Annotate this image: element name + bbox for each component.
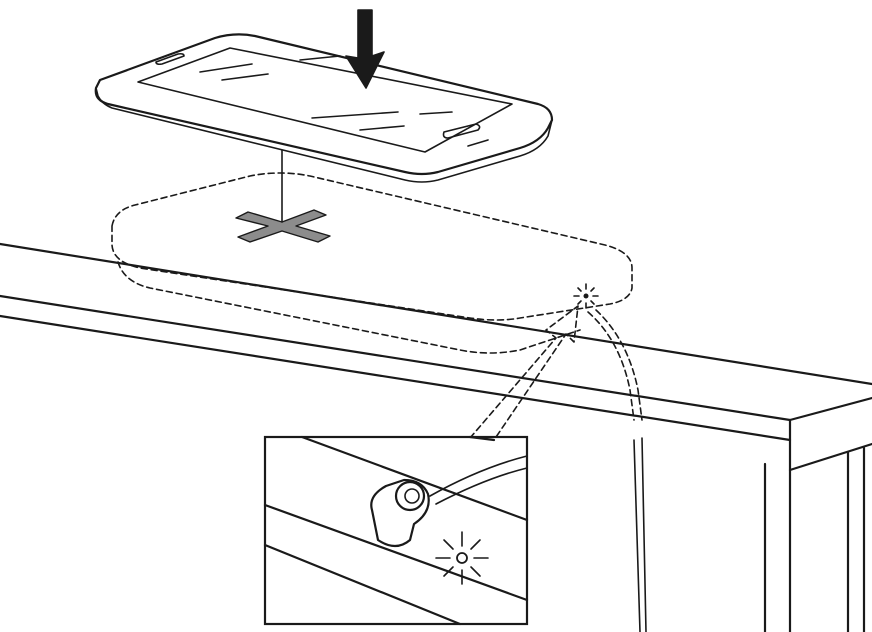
phone-side: [95, 87, 553, 183]
inset-pad-edge-mid: [263, 503, 529, 602]
phone-screen: [137, 47, 513, 153]
press-down-arrow-icon: [345, 9, 385, 89]
phone-home-button: [442, 123, 481, 139]
table-front-bottom-edge: [0, 314, 792, 442]
table-back-edge: [0, 242, 872, 386]
phone-body: [94, 33, 554, 176]
inset-pad-edge-low: [263, 543, 462, 626]
detail-pointer-arrow: [469, 305, 579, 441]
phone-side-button: [467, 139, 489, 147]
inset-led-light-icon: [435, 531, 489, 585]
inset-callout-notch: [468, 435, 496, 442]
pad-bottom-face: [117, 261, 581, 354]
table-corner: [788, 396, 872, 472]
phone-speaker: [155, 52, 185, 66]
led-light-icon: [573, 283, 599, 309]
inset-cable-plug: [370, 478, 430, 548]
detail-inset: [263, 435, 529, 626]
charging-pad-outline: [111, 172, 633, 354]
table-front-edge: [0, 294, 792, 422]
pad-top-face: [111, 172, 633, 321]
charging-cross-icon: [235, 209, 331, 243]
inset-pad-edge-top: [300, 435, 529, 522]
inset-cable: [429, 455, 528, 505]
table-leg: [763, 446, 866, 632]
cable: [633, 437, 647, 632]
table: [0, 242, 872, 632]
screen-glare: [199, 55, 453, 131]
cable-hidden: [587, 309, 643, 421]
smartphone: [94, 33, 554, 183]
